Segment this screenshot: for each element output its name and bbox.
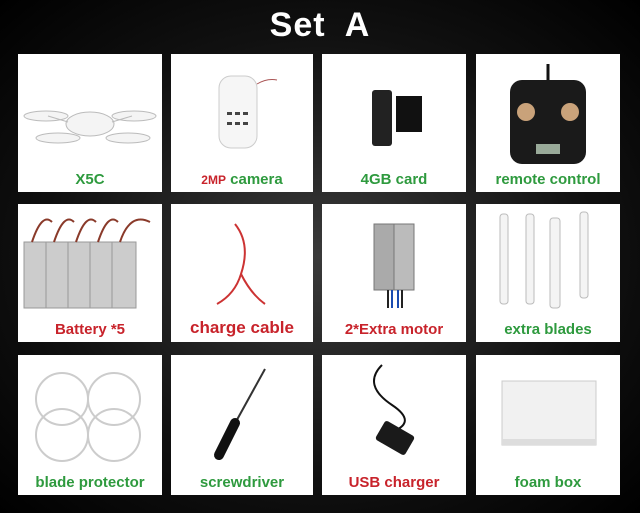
- camera-image: [218, 75, 278, 149]
- item-camera: 2MP camera: [171, 54, 313, 192]
- screwdriver-image: [214, 368, 266, 460]
- item-label: 4GB card: [360, 171, 428, 188]
- item-label: Battery *5: [54, 321, 126, 338]
- charge-cable-image: [216, 223, 266, 305]
- item-label: USB charger: [348, 474, 440, 491]
- item-motor: 2*Extra motor: [322, 204, 466, 342]
- blades-image: [499, 211, 589, 309]
- item-remote: remote control: [476, 54, 620, 192]
- item-card: 4GB card: [322, 54, 466, 192]
- motor-image: [373, 223, 415, 308]
- item-label: remote control: [495, 171, 601, 188]
- item-screwdriver: screwdriver: [171, 355, 313, 495]
- remote-control-image: [510, 64, 586, 164]
- item-charge-cable: charge cable: [171, 204, 313, 342]
- item-usb-charger: USB charger: [322, 355, 466, 495]
- item-label: 2*Extra motor: [344, 321, 444, 338]
- item-label: foam box: [514, 474, 582, 491]
- item-label: charge cable: [190, 318, 294, 337]
- item-blade-protector: blade protector: [18, 355, 162, 495]
- item-label: screwdriver: [199, 474, 285, 491]
- item-battery: Battery *5: [18, 204, 162, 342]
- item-label: blade protector: [35, 474, 145, 491]
- foam-box-image: [501, 380, 597, 446]
- item-blades: extra blades: [476, 204, 620, 342]
- usb-charger-image: [373, 364, 415, 455]
- set-title: Set A: [269, 6, 371, 44]
- resolution-label: 2MP: [201, 173, 226, 187]
- memory-card-image: [372, 90, 422, 146]
- battery-image: [23, 218, 151, 309]
- item-foam-box: foam box: [476, 355, 620, 495]
- item-drone: X5C: [18, 54, 162, 192]
- drone-image: [23, 110, 157, 144]
- item-label: X5C: [75, 171, 105, 188]
- item-label: camera: [230, 171, 283, 188]
- item-label: extra blades: [504, 321, 592, 338]
- blade-protector-image: [35, 372, 141, 462]
